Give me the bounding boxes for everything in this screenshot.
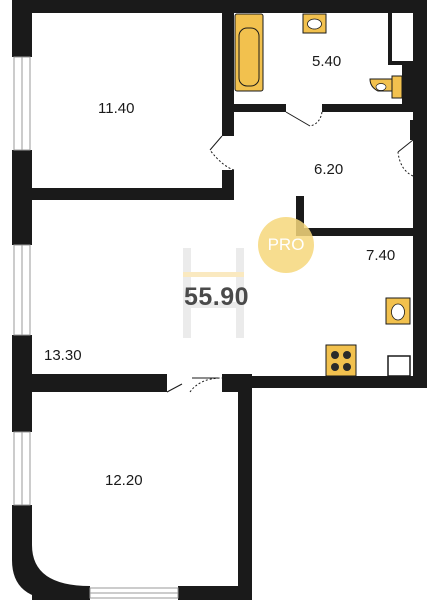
pro-badge-text: PRO (267, 235, 305, 254)
kitchen-sink-icon (385, 297, 411, 325)
bathroom-area-label: 5.40 (312, 53, 342, 70)
door-swings (166, 111, 414, 393)
bathtub-icon (234, 13, 264, 92)
watermark-logo (183, 248, 244, 338)
room-area-label: 11.40 (98, 100, 135, 117)
living-area-label: 13.30 (44, 347, 82, 364)
bathroom-sink-icon (302, 13, 327, 34)
pro-badge: PRO (258, 217, 314, 273)
fridge-icon (387, 355, 411, 377)
hallway-area-label: 6.20 (314, 161, 344, 178)
exterior-walls (12, 0, 427, 600)
windows (13, 56, 179, 599)
toilet-icon (369, 75, 403, 99)
stove-icon (325, 344, 357, 377)
kitchen-area-label: 7.40 (366, 247, 396, 264)
total-area: 55.90 (184, 283, 250, 311)
room-2-area-label: 12.20 (105, 472, 143, 489)
interior-walls (32, 13, 413, 392)
